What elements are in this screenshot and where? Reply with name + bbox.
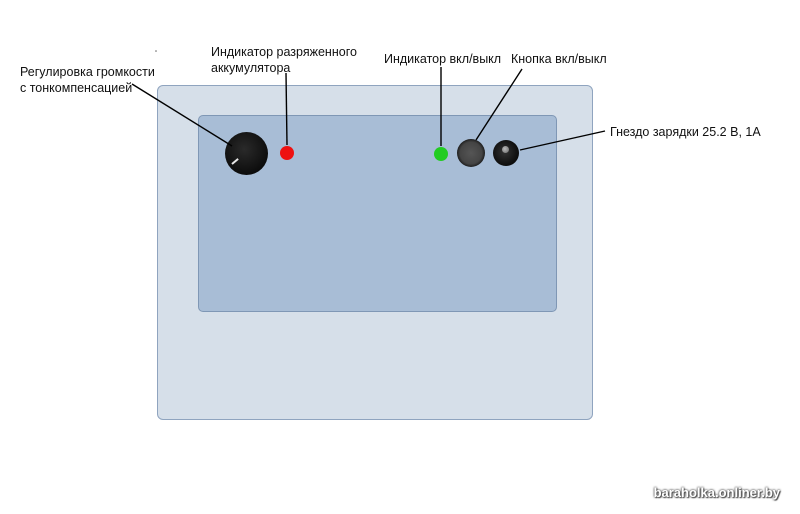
low-battery-led: [280, 146, 294, 160]
power-indicator-label: Индикатор вкл/выкл: [384, 52, 502, 66]
low-battery-label-line1: Индикатор разряженного: [211, 45, 357, 59]
volume-label-line2: с тонкомпенсацией: [20, 81, 133, 95]
power-button-label: Кнопка вкл/выкл: [511, 52, 607, 66]
power-button: [457, 139, 485, 167]
volume-label: Регулировка громкости с тонкомпенсацией: [20, 64, 155, 96]
stray-dot: [155, 50, 157, 52]
volume-knob: [225, 132, 268, 175]
watermark: baraholka.onliner.by: [653, 485, 780, 500]
leader-line-charging-jack: [519, 130, 606, 151]
leader-line-battery: [285, 72, 288, 146]
power-indicator-led: [434, 147, 448, 161]
volume-label-line1: Регулировка громкости: [20, 65, 155, 79]
leader-line-volume: [131, 83, 233, 147]
charging-jack-pin: [502, 146, 509, 153]
low-battery-label: Индикатор разряженного аккумулятора: [211, 44, 357, 76]
charging-jack-label: Гнездо зарядки 25.2 В, 1А: [610, 125, 761, 139]
charging-jack: [493, 140, 519, 166]
leader-line-power-button: [475, 68, 523, 141]
low-battery-label-line2: аккумулятора: [211, 61, 291, 75]
